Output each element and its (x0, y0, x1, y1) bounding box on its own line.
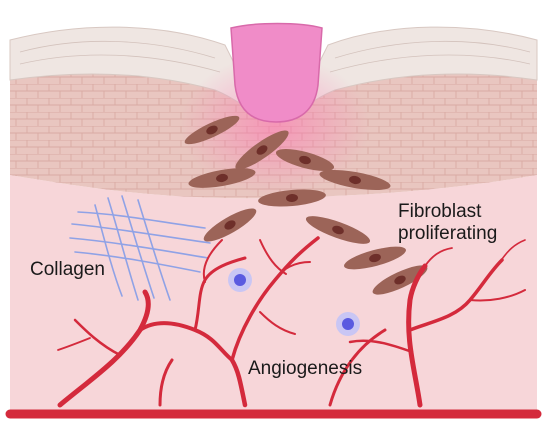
label-fibroblast-line2: proliferating (398, 223, 538, 245)
label-angiogenesis: Angiogenesis (248, 358, 362, 380)
label-fibroblast-proliferating: Fibroblast proliferating (398, 201, 538, 245)
wound-clot-icon (231, 24, 322, 123)
label-collagen: Collagen (30, 259, 105, 281)
immune-cell-icon (228, 268, 252, 292)
immune-cell-icon (336, 312, 360, 336)
label-fibroblast-line1: Fibroblast (398, 201, 538, 223)
